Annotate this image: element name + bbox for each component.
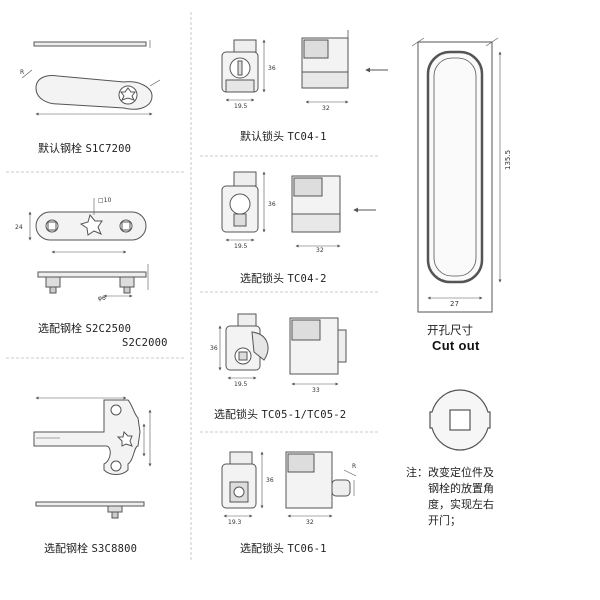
tc04-1-width-label: 19.5 (234, 103, 248, 110)
caption-tc05: 选配锁头 TC05-1/TC05-2 (214, 408, 347, 421)
lock-tc04-1-drawing (221, 30, 388, 104)
caption-tc04-1: 默认锁头 TC04-1 (240, 130, 327, 143)
tc05-depth-label: 33 (312, 387, 320, 394)
s2c-hole-label: □10 (98, 197, 111, 204)
note-line: 度，实现左右 (428, 498, 494, 511)
s2c-pin-label: φ6 (98, 295, 106, 302)
note-block: 注：改变定位件及 钢栓的放置角 度，实现左右 开门； (406, 465, 494, 529)
tc06-width-label: 19.3 (228, 519, 242, 526)
lock-tc04-2-drawing (221, 171, 376, 248)
note-line: 钢栓的放置角 (428, 482, 494, 495)
lock-tc05-drawing (218, 313, 347, 386)
cutout-width-dim: 27 (450, 300, 459, 308)
tc04-1-depth-label: 32 (322, 105, 330, 112)
caption-s3c8800: 选配钢栓 S3C8800 (44, 542, 138, 555)
section-dividers (6, 12, 380, 560)
tc06-depth-label: 32 (306, 519, 314, 526)
cam-shape-drawing (429, 389, 491, 451)
lock-tc06-drawing (221, 451, 357, 518)
bolt-s1c7200-drawing (21, 40, 161, 116)
caption-s1c7200: 默认钢栓 S1C7200 (38, 142, 132, 155)
caption-s2c2500: 选配钢栓 S2C2500 (38, 322, 132, 335)
cutout-drawing (411, 37, 502, 313)
tc05-width-label: 19.5 (234, 381, 248, 388)
note-line: 开门； (428, 514, 461, 527)
cutout-title-en: Cut out (432, 338, 480, 353)
tc04-1-height-label: 36 (268, 65, 276, 72)
tc04-2-width-label: 19.5 (234, 243, 248, 250)
bolt-s3c8800-drawing (33, 396, 152, 519)
caption-tc06-1: 选配锁头 TC06-1 (240, 542, 327, 555)
caption-s2c2000: S2C2000 (122, 337, 168, 349)
tc04-2-height-label: 36 (268, 201, 276, 208)
tc04-2-depth-label: 32 (316, 247, 324, 254)
cutout-height-dim: 135.5 (504, 150, 512, 170)
tc05-height-label: 36 (210, 345, 218, 352)
bolt-s2c2500-drawing (28, 198, 149, 298)
cutout-title-cn: 开孔尺寸 (427, 323, 473, 337)
s1c-radius-label: R (20, 69, 24, 76)
tc06-r-label: R (352, 463, 356, 470)
tc06-height-label: 36 (266, 477, 274, 484)
s2c-height-label: 24 (15, 224, 23, 231)
caption-tc04-2: 选配锁头 TC04-2 (240, 272, 327, 285)
note-line: 注：改变定位件及 (406, 466, 494, 479)
